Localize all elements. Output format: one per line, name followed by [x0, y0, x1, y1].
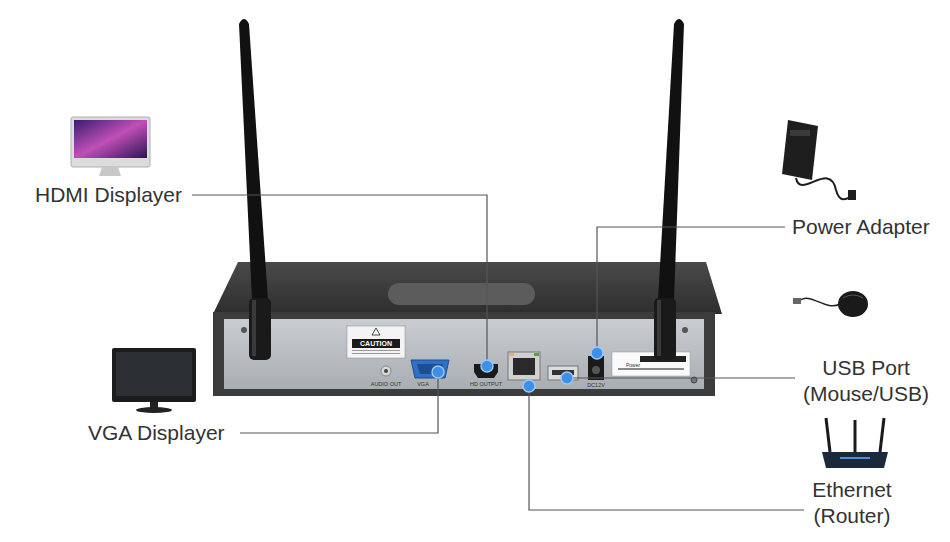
screw	[682, 327, 688, 333]
ethernet-port	[508, 352, 540, 380]
mouse-cable	[798, 298, 840, 305]
monitor-stand	[99, 167, 121, 176]
caution-sticker	[347, 326, 405, 358]
audio-jack	[381, 366, 391, 376]
mouse-icon	[793, 291, 868, 317]
port-marker	[481, 360, 493, 372]
power-adapter-icon	[782, 120, 856, 200]
port-marker	[523, 380, 535, 392]
port-markers	[432, 347, 603, 392]
caution-bar	[352, 339, 400, 348]
callout-label: Power Adapter	[792, 214, 930, 240]
router-antenna	[880, 418, 884, 452]
router-antenna	[854, 420, 857, 452]
antenna	[239, 19, 271, 360]
port-marker	[591, 347, 603, 359]
sticker-print	[618, 368, 684, 370]
monitor-frame	[112, 348, 196, 402]
callout-label: USB Port (Mouse/USB)	[796, 355, 936, 407]
adapter-highlight	[790, 130, 810, 136]
monitor-frame	[71, 117, 150, 167]
port-marker	[432, 366, 444, 378]
callout-label: HDMI Displayer	[35, 182, 182, 208]
leader-line	[192, 195, 487, 362]
antenna-rod	[658, 19, 684, 300]
device-top-recess	[388, 283, 535, 305]
adapter-body	[782, 120, 818, 180]
device-frame	[213, 312, 715, 396]
router-body	[822, 452, 888, 468]
leader-line	[568, 377, 795, 378]
adapter-plug	[848, 190, 856, 200]
antenna-highlight	[657, 300, 661, 356]
device-top	[213, 262, 722, 314]
antenna-base	[249, 298, 271, 360]
port-label: AUDIO OUT	[366, 381, 406, 388]
monitor-screen	[74, 120, 147, 158]
callout-label: VGA Displayer	[88, 420, 225, 446]
leader-line	[240, 376, 438, 433]
router-icon	[822, 418, 888, 468]
hdmi-monitor-icon	[71, 117, 150, 176]
vga-port	[411, 360, 449, 378]
leader-line	[597, 227, 785, 350]
monitor-base	[136, 407, 172, 413]
port-marker	[561, 372, 573, 384]
router-antenna	[826, 418, 830, 452]
dc-jack-hole	[592, 366, 600, 374]
port-label: DC12V	[581, 382, 611, 389]
warning-symbol	[372, 328, 380, 335]
ethernet-socket	[513, 358, 535, 375]
antenna-base	[654, 298, 676, 360]
mouse-body	[838, 291, 868, 317]
nvr-device	[213, 262, 722, 396]
serial-sticker	[612, 352, 690, 376]
port-label: HD OUTPUT	[466, 381, 506, 388]
sticker-label: Power	[626, 362, 640, 368]
mouse-button	[843, 295, 863, 298]
antenna-rod	[239, 19, 268, 300]
ethernet-led	[534, 353, 539, 356]
adapter-cable	[796, 178, 852, 199]
antenna	[654, 19, 684, 360]
router-leds	[840, 457, 870, 459]
antenna-highlight	[252, 300, 256, 356]
monitor-screen	[116, 352, 192, 396]
sticker-print	[352, 353, 400, 354]
vga-monitor-icon	[112, 348, 196, 413]
leader-lines	[192, 195, 804, 510]
ethernet-led	[509, 353, 514, 356]
caution-text: CAUTION	[352, 339, 400, 348]
usb-plug	[793, 298, 801, 304]
leader-line	[529, 388, 804, 510]
screw	[241, 327, 247, 333]
sticker-print	[352, 350, 400, 351]
audio-jack-hole	[384, 369, 388, 373]
port-label: VGA	[411, 381, 435, 388]
callout-label: Ethernet (Router)	[797, 477, 907, 529]
